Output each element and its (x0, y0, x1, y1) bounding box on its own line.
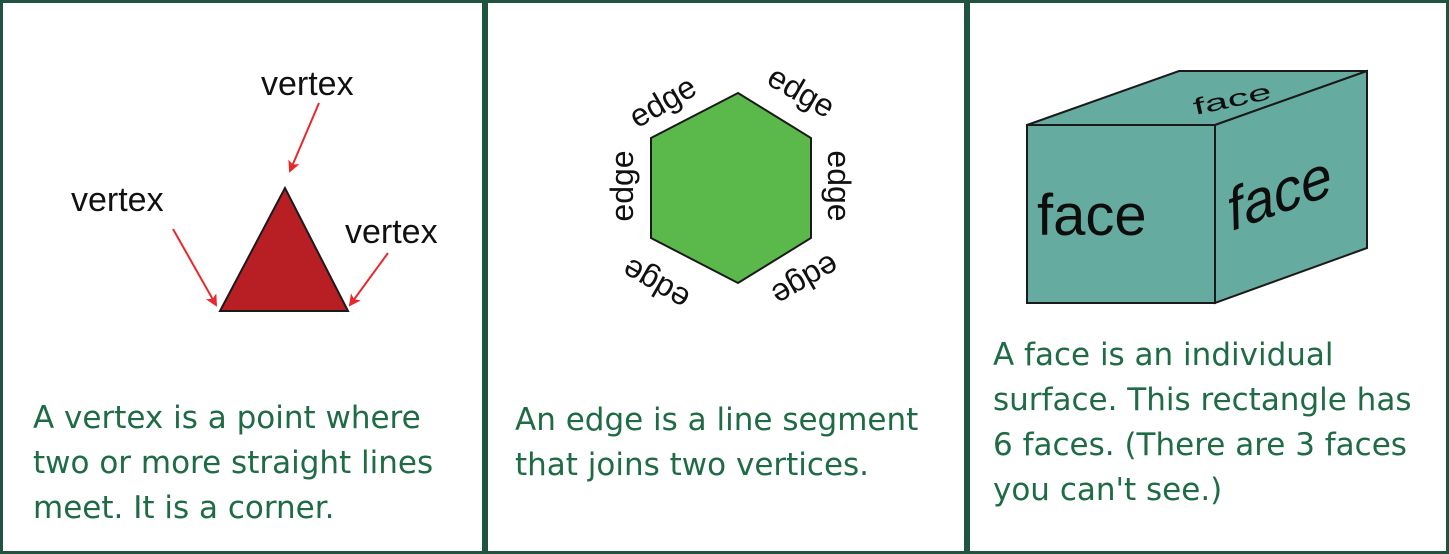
edge-label-left: edge (604, 150, 640, 221)
left-vertex-label: vertex (71, 181, 164, 219)
right-vertex-label: vertex (345, 213, 438, 251)
vertex-illustration: vertex vertex vertex (71, 65, 438, 312)
edge-label-lower-left: edge (616, 251, 696, 318)
left-vertex-arrow (172, 228, 217, 307)
edge-label-right: edge (821, 150, 857, 221)
front-face-label: face (1037, 183, 1147, 248)
top-vertex-label: vertex (261, 65, 354, 103)
prism-front-face (1026, 124, 1216, 304)
right-vertex-arrow (348, 252, 389, 307)
vertex-caption: A vertex is a point where two or more st… (33, 400, 434, 526)
edge-caption: An edge is a line segment that joins two… (515, 402, 919, 483)
face-illustration: face face face (1026, 69, 1368, 305)
face-panel: face face face A face is an individual s… (967, 0, 1449, 554)
edge-illustration: edge edge edge edge edge edge (604, 58, 857, 318)
vertex-panel: vertex vertex vertex A vertex is a point… (0, 0, 485, 554)
edge-panel: edge edge edge edge edge edge An edge is… (485, 0, 967, 554)
top-vertex-arrow (288, 102, 320, 173)
face-caption: A face is an individual surface. This re… (993, 337, 1412, 508)
hexagon-shape (650, 91, 812, 285)
triangle-shape (218, 185, 350, 312)
